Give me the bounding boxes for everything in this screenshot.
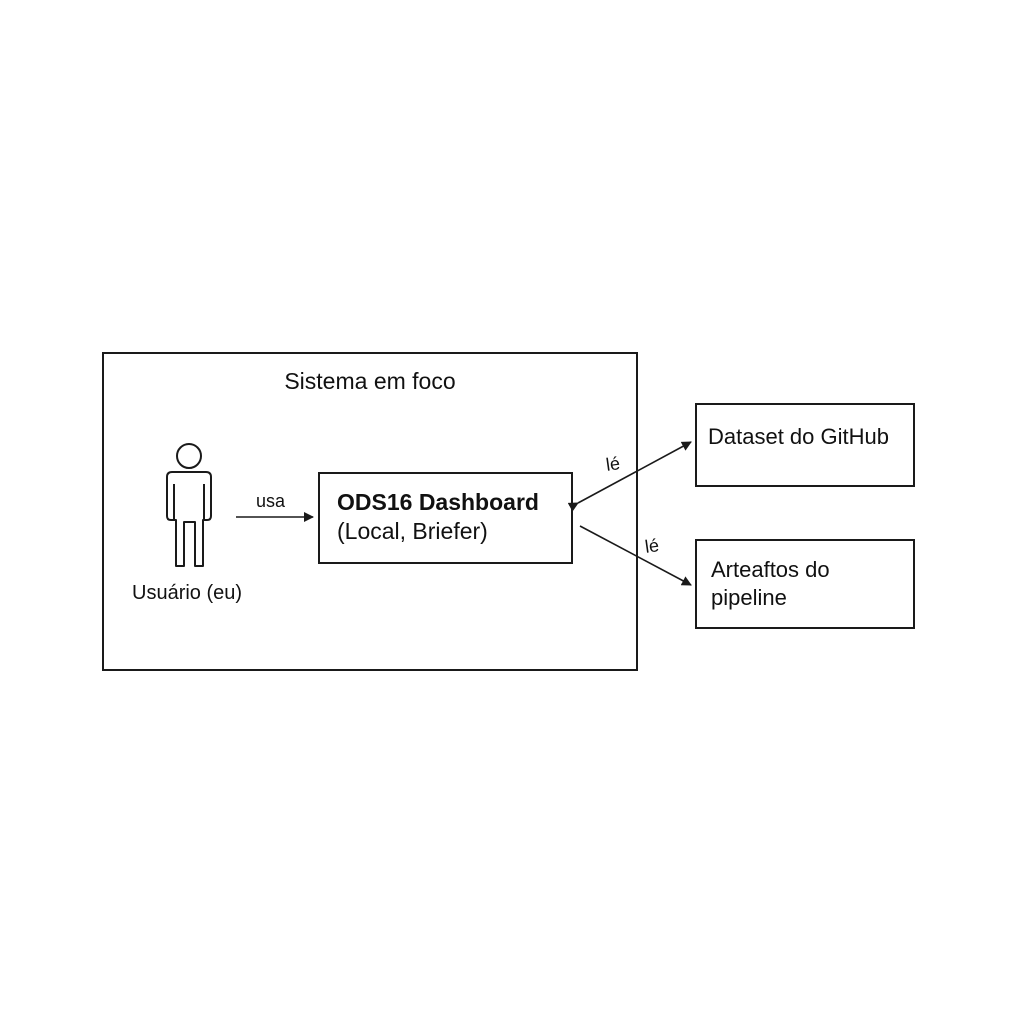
system-boundary xyxy=(102,352,638,671)
dashboard-container xyxy=(318,472,573,564)
actor-label: Usuário (eu) xyxy=(132,582,243,604)
artefacts-system-label: Arteaftos do pipeline xyxy=(711,557,830,610)
dataset-system-box xyxy=(695,403,915,487)
reads-artefacts-label: lé xyxy=(643,535,661,557)
artefacts-system-box xyxy=(695,539,915,629)
dataset-system-label: Dataset do GitHub xyxy=(708,424,889,449)
dashboard-title: ODS16 Dashboard xyxy=(337,489,539,515)
system-title: Sistema em foco xyxy=(284,368,456,394)
reads-dataset-label: lé xyxy=(604,453,622,475)
dashboard-subtitle: (Local, Briefer) xyxy=(337,518,488,544)
uses-relation-label: usa xyxy=(256,491,286,511)
person-icon xyxy=(166,443,212,567)
